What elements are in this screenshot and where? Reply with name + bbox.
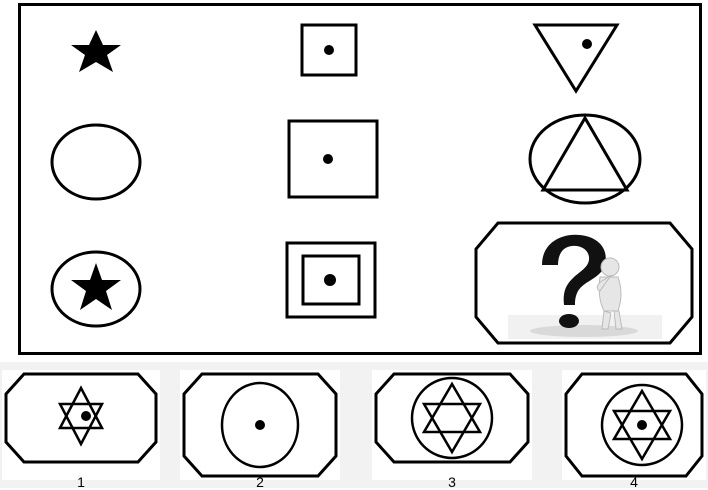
cell-inverted-triangle-dot [531,21,621,95]
question-mark-placeholder-icon [472,219,696,347]
option-2[interactable]: 2 [180,370,340,480]
option-1[interactable]: 1 [2,370,160,480]
cell-circle-star [49,249,143,329]
option-label: 4 [562,475,706,489]
cell-large-square-dot [285,119,381,201]
ellipse-with-dot-icon [180,370,340,480]
option-label: 3 [372,475,532,489]
small-square-with-dot-icon [298,23,360,77]
cell-double-square-dot [283,241,379,321]
cell-small-square-dot [298,23,360,77]
option-label: 1 [2,475,160,489]
circle-with-triangle-icon [527,112,643,206]
circle-with-hexagram-and-dot-icon [562,370,706,480]
double-square-with-dot-icon [283,241,379,321]
answer-options: 1 2 3 4 [0,362,708,488]
large-square-with-dot-icon [285,119,381,201]
circle-with-hexagram-icon [372,370,532,466]
circle-icon [49,122,143,202]
cell-circle [49,122,143,202]
cell-missing-answer [472,219,696,347]
option-3[interactable]: 3 [372,370,532,480]
puzzle-grid [18,3,702,355]
star-icon [63,28,129,76]
option-4[interactable]: 4 [562,370,706,480]
cell-circle-triangle [527,112,643,206]
inverted-triangle-with-dot-icon [531,21,621,95]
hexagram-with-dot-icon [2,370,160,466]
option-label: 2 [180,475,340,489]
cell-star [63,28,129,76]
circle-with-star-icon [49,249,143,329]
